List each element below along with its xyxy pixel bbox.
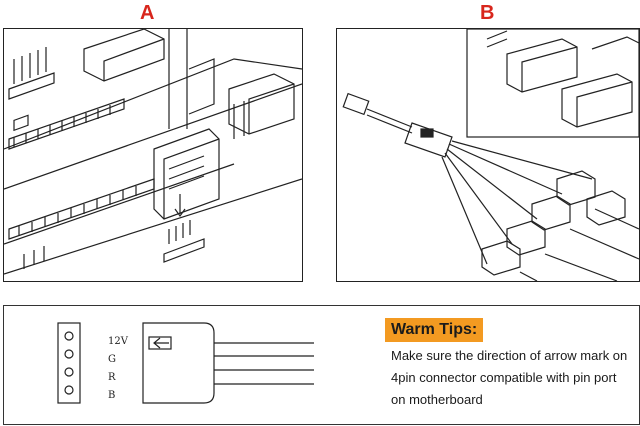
panel-a-label: A xyxy=(140,2,155,24)
panel-b-illustration xyxy=(336,28,640,282)
pinout-drawing xyxy=(57,322,314,404)
pin-label-r: R xyxy=(108,372,116,383)
pinout-panel: 12V G R B xyxy=(3,305,640,425)
warm-tips-text: Make sure the direction of arrow mark on… xyxy=(391,348,628,407)
pin-label-g: G xyxy=(108,354,116,365)
pin-label-b: B xyxy=(108,390,116,401)
splitter-cable-drawing xyxy=(342,29,639,281)
pin-label-12v: 12V xyxy=(108,336,128,347)
motherboard-drawing xyxy=(4,29,302,275)
panel-a-illustration xyxy=(3,28,303,282)
warm-tips-header: Warm Tips: xyxy=(385,318,484,342)
panel-b-label: B xyxy=(480,2,495,24)
